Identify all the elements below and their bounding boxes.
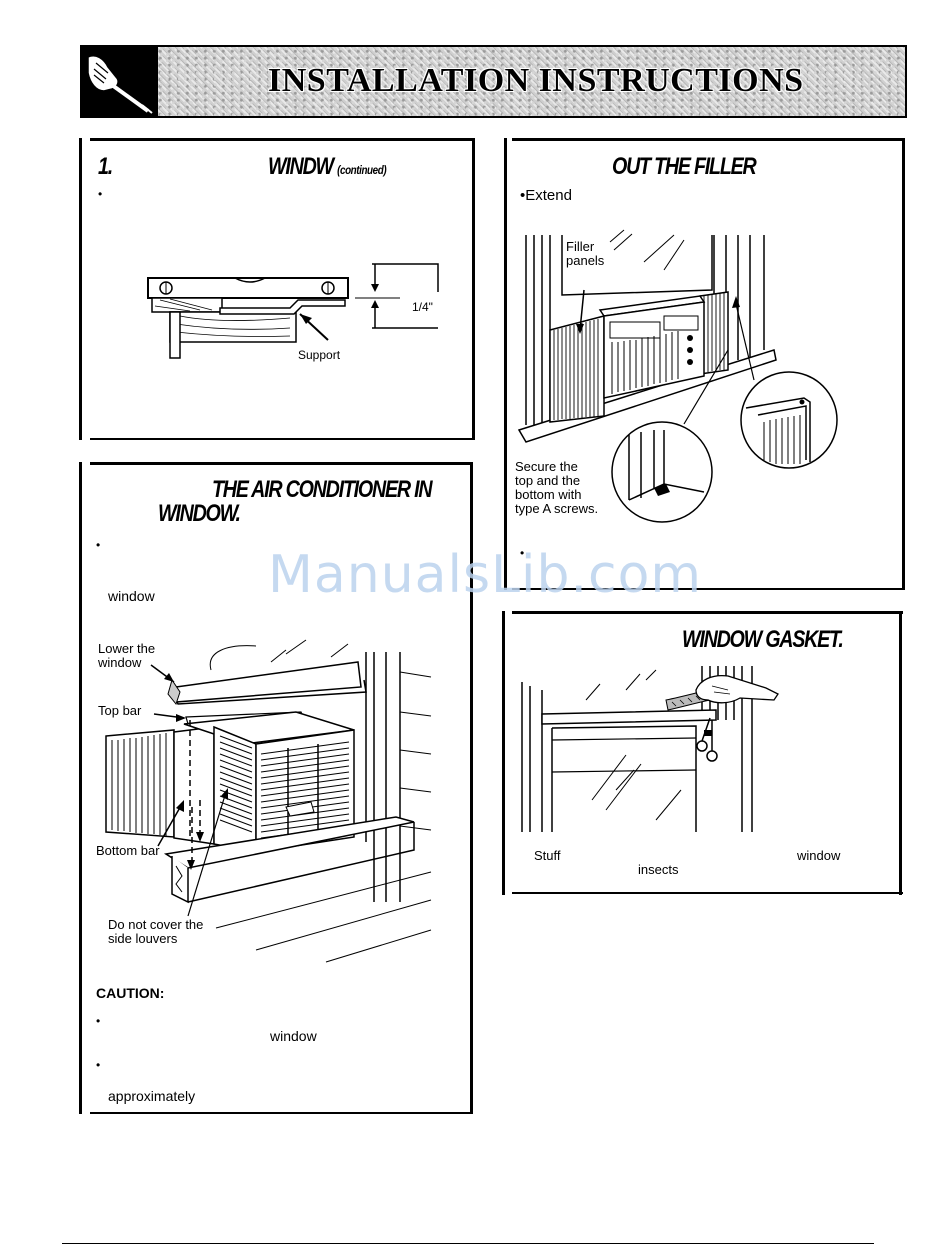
panel-left-rule xyxy=(504,138,507,590)
banner-icon-box xyxy=(82,47,158,116)
panel-top-rule xyxy=(512,611,903,614)
panel-top-rule xyxy=(512,138,905,141)
panel-top-rule xyxy=(90,462,471,465)
level-support-illustration xyxy=(147,263,439,359)
panel-left-rule xyxy=(79,462,82,1114)
section-heading: OUT THE FILLER xyxy=(612,153,757,180)
side-louvers-label: Do not cover the side louvers xyxy=(108,917,204,946)
window-gasket-illustration xyxy=(521,666,779,832)
footer-rule xyxy=(62,1243,874,1244)
window-text: window xyxy=(108,588,155,604)
caution-bullet-1: • xyxy=(96,1014,101,1028)
measurement-label: 1/4" xyxy=(412,300,433,314)
caution-bullet-2: • xyxy=(96,1058,101,1072)
bullet: • xyxy=(520,546,525,560)
panel-bottom-rule xyxy=(512,588,905,590)
panel-right-rule xyxy=(899,611,902,895)
support-label: Support xyxy=(298,348,341,362)
page-title: INSTALLATION INSTRUCTIONS xyxy=(268,62,804,99)
bottom-bar-label: Bottom bar xyxy=(96,843,160,858)
caption-insects: insects xyxy=(638,862,679,877)
panel-left-rule xyxy=(502,611,505,895)
section-heading: WINDOW GASKET. xyxy=(682,626,844,653)
watermark: ManualsLib.com xyxy=(268,545,703,605)
caution-window-text: window xyxy=(270,1028,317,1044)
filler-panels-illustration xyxy=(517,229,838,523)
lower-window-label: Lower the window xyxy=(98,641,156,670)
caution-approximately-text: approximately xyxy=(108,1088,196,1104)
panel-left-rule xyxy=(79,138,82,440)
air-conditioner-installation-illustration xyxy=(105,639,432,963)
hand-screwdriver-icon xyxy=(87,55,153,114)
panel-bottom-rule xyxy=(90,438,473,440)
caution-label: CAUTION: xyxy=(96,985,165,1001)
top-bar-label: Top bar xyxy=(98,703,142,718)
extend-text: •Extend xyxy=(520,187,572,204)
section-heading-line2: WINDOW. xyxy=(158,500,241,527)
filler-panels-label: Filler panels xyxy=(566,239,605,268)
bullet: • xyxy=(96,538,101,552)
caption-window: window xyxy=(797,848,841,863)
section-heading-line1: THE AIR CONDITIONER IN xyxy=(212,476,433,503)
secure-screws-label: Secure the top and the bottom with type … xyxy=(515,459,599,516)
heading-word: WINDW xyxy=(268,153,334,180)
bullet: • xyxy=(98,187,103,201)
panel-right-rule xyxy=(472,138,475,440)
panel-bottom-rule xyxy=(512,892,903,894)
caption-stuff: Stuff xyxy=(534,848,561,863)
panel-right-rule xyxy=(470,462,473,1114)
heading-suffix: (continued) xyxy=(337,163,387,177)
section-number: 1. xyxy=(98,153,113,180)
section-heading: WINDW (continued) xyxy=(268,153,387,181)
panel-bottom-rule xyxy=(90,1112,471,1114)
panel-top-rule xyxy=(90,138,473,141)
panel-right-rule xyxy=(902,138,905,590)
header-banner: INSTALLATION INSTRUCTIONS xyxy=(80,45,907,118)
